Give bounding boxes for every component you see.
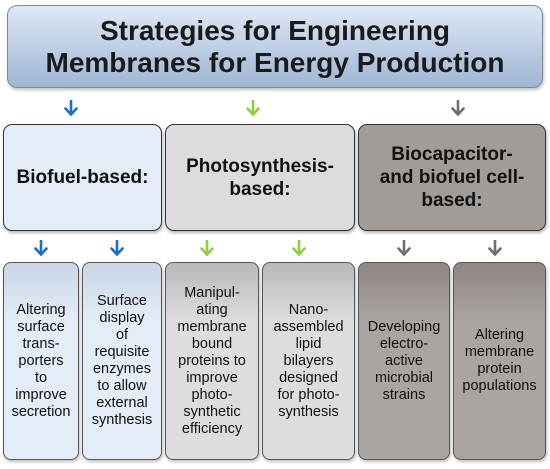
category-photosynthesis: Photosynthesis- based: <box>165 124 355 231</box>
strategy-box: Altering surface trans- porters to impro… <box>3 262 79 460</box>
arrow-down-icon <box>34 240 48 257</box>
arrow-down-icon <box>397 240 411 257</box>
category-biofuel: Biofuel-based: <box>3 124 162 231</box>
strategy-text: Surface display of requisite enzymes to … <box>91 293 153 428</box>
title-box: Strategies for Engineering Membranes for… <box>7 5 543 88</box>
arrow-down-icon <box>292 240 306 257</box>
strategy-box: Surface display of requisite enzymes to … <box>82 262 162 460</box>
category-label: Biocapacitor- and biofuel cell- based: <box>379 144 525 211</box>
arrow-down-icon <box>200 240 214 257</box>
strategy-text: Developing electro- active microbial str… <box>367 318 441 403</box>
strategy-box: Manipul- ating membrane bound proteins t… <box>165 262 259 460</box>
strategy-box: Developing electro- active microbial str… <box>358 262 450 460</box>
strategy-text: Altering surface trans- porters to impro… <box>11 301 71 420</box>
arrow-down-icon <box>110 240 124 257</box>
strategy-text: Nano- assembled lipid bilayers designed … <box>273 301 344 420</box>
category-label: Biofuel-based: <box>16 167 149 188</box>
category-label: Photosynthesis- based: <box>186 155 334 200</box>
title-line-2: Membranes for Energy Production <box>45 46 505 78</box>
title-text: Strategies for Engineering Membranes for… <box>46 15 505 79</box>
arrow-down-icon <box>488 240 502 257</box>
arrow-down-icon <box>451 100 465 117</box>
arrow-down-icon <box>64 100 78 117</box>
title-line-1: Strategies for Engineering <box>99 14 451 46</box>
category-biocapacitor: Biocapacitor- and biofuel cell- based: <box>358 124 546 231</box>
strategy-text: Manipul- ating membrane bound proteins t… <box>177 284 247 437</box>
strategy-box: Altering membrane protein populations <box>453 262 546 460</box>
strategy-text: Altering membrane protein populations <box>462 327 537 394</box>
strategy-box: Nano- assembled lipid bilayers designed … <box>262 262 355 460</box>
arrow-down-icon <box>246 100 260 117</box>
